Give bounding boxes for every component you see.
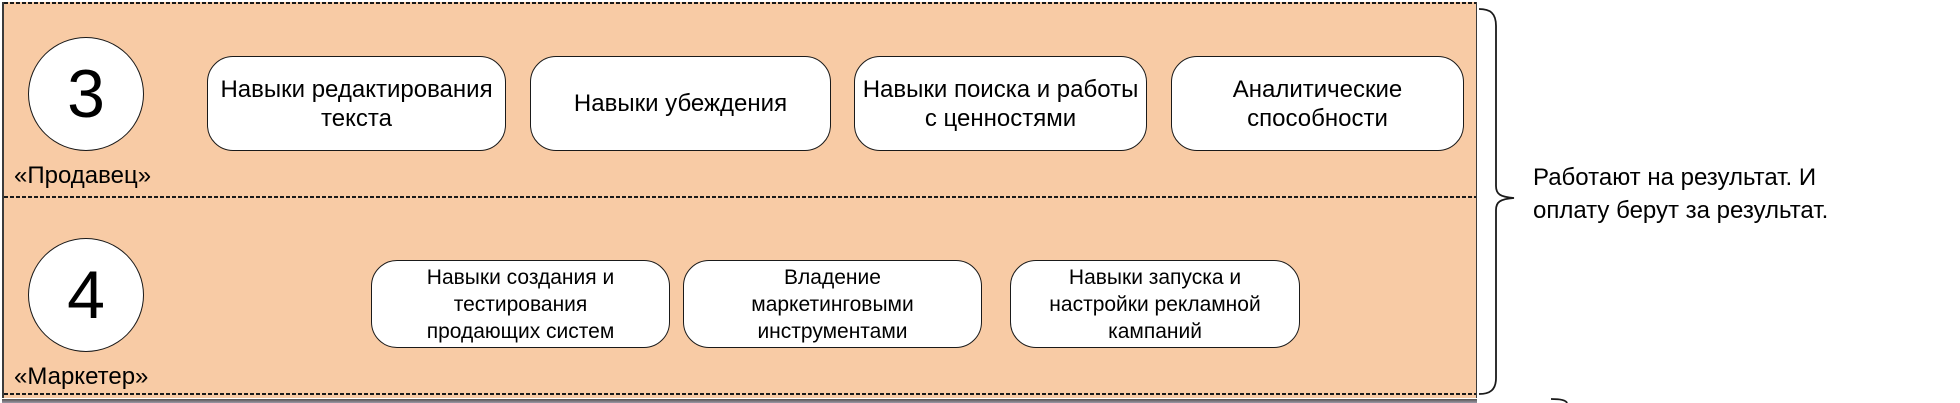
- brace-annotation-text: Работают на результат. И оплату берут за…: [1533, 164, 1829, 224]
- row-role-label-prodavec: «Продавец»: [14, 162, 152, 189]
- row-divider-dashed-line: [4, 196, 1476, 198]
- next-section-cropped-edge: [2, 399, 1477, 403]
- row-number-circle-4: 4: [28, 238, 144, 352]
- skill-box-selling-systems: Навыки создания и тестирования продающих…: [371, 260, 670, 348]
- skill-box-marketing-tools: Владение маркетинговыми инструментами: [683, 260, 982, 348]
- skills-panel: 3 «Продавец» Навыки редактирования текст…: [2, 2, 1477, 398]
- skill-box-ad-campaigns: Навыки запуска и настройки рекламной кам…: [1010, 260, 1300, 348]
- row-number-circle-3: 3: [28, 37, 144, 151]
- skill-box-search-values: Навыки поиска и работы с ценностями: [854, 56, 1147, 151]
- panel-top-dashed-border: [4, 2, 1476, 4]
- skill-box-analytics: Аналитические способности: [1171, 56, 1464, 151]
- row-number-3: 3: [67, 56, 105, 132]
- skill-box-persuasion: Навыки убеждения: [530, 56, 831, 151]
- row-role-label-marketer: «Маркетер»: [14, 363, 149, 390]
- panel-bottom-dashed-border: [4, 393, 1476, 395]
- row-number-4: 4: [67, 257, 105, 333]
- skill-box-text-editing: Навыки редактирования текста: [207, 56, 506, 151]
